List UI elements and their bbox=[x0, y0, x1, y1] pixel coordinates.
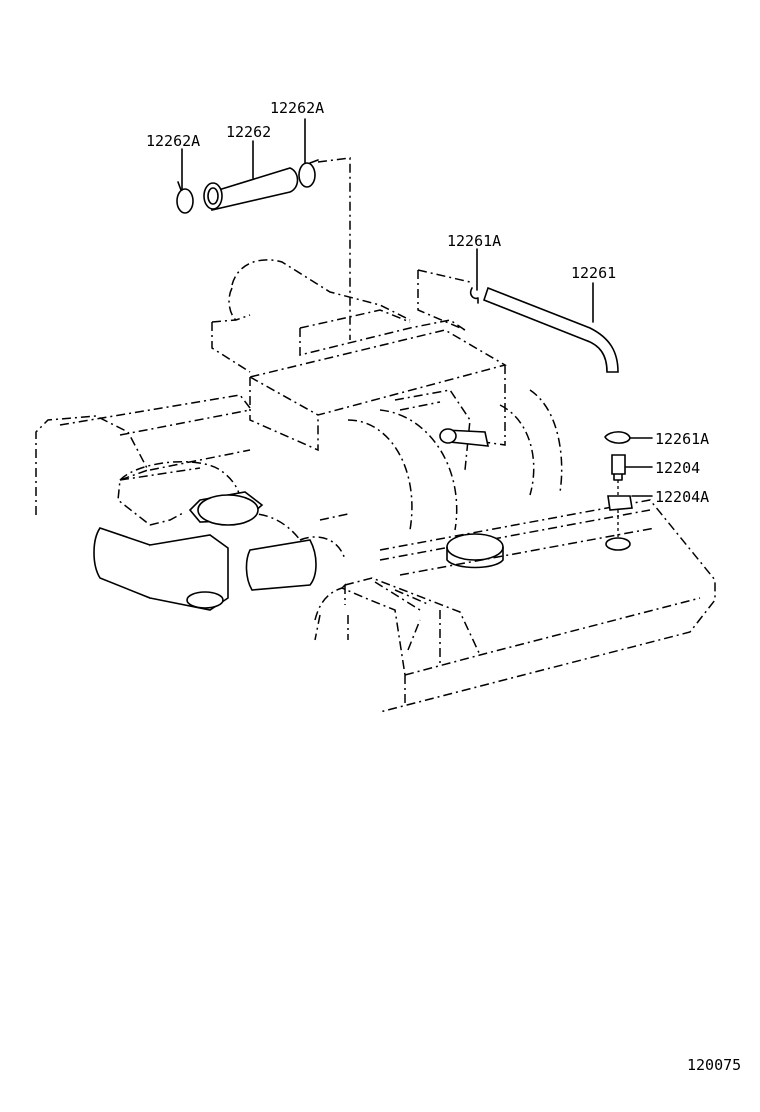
label-12262a-right: 12262A bbox=[270, 99, 324, 117]
label-12204a: 12204A bbox=[655, 488, 709, 506]
clamp-12262a-right bbox=[298, 162, 316, 188]
clamp-12262a-left bbox=[176, 188, 194, 214]
label-12261a-side: 12261A bbox=[655, 430, 709, 448]
drawing-number: 120075 bbox=[687, 1056, 741, 1074]
label-12262: 12262 bbox=[226, 123, 271, 141]
hose-12261 bbox=[483, 286, 619, 373]
hose-12262 bbox=[211, 167, 299, 212]
leader-lines bbox=[181, 118, 653, 497]
pcv-valve-12204 bbox=[611, 454, 626, 475]
clamp-12261a-top bbox=[469, 287, 479, 300]
parts bbox=[176, 157, 633, 551]
grommet-12204a bbox=[607, 495, 633, 511]
clamp-12261a-side bbox=[604, 431, 631, 444]
label-12204: 12204 bbox=[655, 459, 700, 477]
label-12261: 12261 bbox=[571, 264, 616, 282]
label-12261a-top: 12261A bbox=[447, 232, 501, 250]
label-12262a-left: 12262A bbox=[146, 132, 200, 150]
engine-outline bbox=[35, 259, 716, 713]
